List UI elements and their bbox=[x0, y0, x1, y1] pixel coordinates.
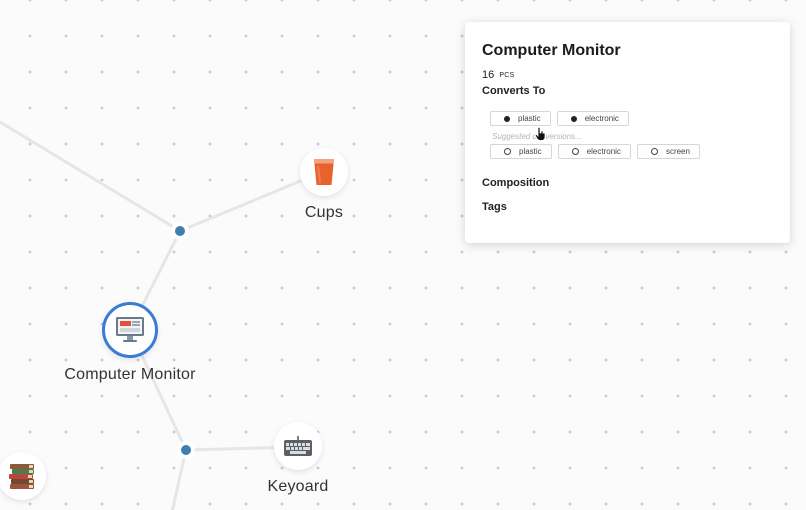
cup-icon bbox=[314, 159, 334, 185]
converts-to-chips: plastic electronic bbox=[490, 111, 774, 126]
chip-label: plastic bbox=[518, 114, 541, 123]
empty-circle-icon bbox=[650, 148, 658, 155]
node-circle-selected[interactable] bbox=[102, 302, 158, 358]
chip-label: screen bbox=[665, 147, 690, 156]
node-label: Keyoard bbox=[267, 478, 329, 495]
graph-edge bbox=[0, 120, 181, 233]
node-cups[interactable]: Cups bbox=[286, 148, 362, 222]
detail-panel: Computer Monitor 16 PCS Converts To plas… bbox=[465, 22, 790, 243]
converts-chip-plastic[interactable]: plastic bbox=[490, 111, 551, 126]
chip-label: electronic bbox=[586, 147, 621, 156]
graph-edge bbox=[170, 449, 188, 510]
graph-junction[interactable] bbox=[175, 226, 185, 236]
converts-chip-electronic[interactable]: electronic bbox=[556, 111, 629, 126]
keyboard-icon bbox=[284, 436, 312, 456]
node-circle[interactable] bbox=[300, 148, 348, 196]
filled-dot-icon bbox=[504, 115, 510, 122]
node-keyboard[interactable]: Keyoard bbox=[254, 422, 342, 496]
graph-junction[interactable] bbox=[181, 445, 191, 455]
suggested-chips: plastic electronic screen bbox=[490, 144, 774, 159]
converts-to-heading: Converts To bbox=[482, 85, 546, 97]
filled-dot-icon bbox=[570, 115, 577, 122]
chip-label: electronic bbox=[584, 114, 619, 123]
quantity-unit: PCS bbox=[499, 72, 515, 79]
suggested-chip-plastic[interactable]: plastic bbox=[490, 144, 552, 159]
node-circle[interactable] bbox=[0, 452, 46, 500]
quantity: 16 PCS bbox=[482, 69, 774, 81]
books-icon bbox=[9, 464, 34, 489]
chip-label: plastic bbox=[519, 147, 542, 156]
node-label: Computer Monitor bbox=[64, 366, 196, 383]
panel-title: Computer Monitor bbox=[482, 42, 621, 59]
empty-circle-icon bbox=[571, 148, 579, 155]
suggested-chip-electronic[interactable]: electronic bbox=[557, 144, 631, 159]
monitor-icon bbox=[116, 317, 144, 342]
tags-heading: Tags bbox=[482, 201, 507, 213]
node-circle[interactable] bbox=[274, 422, 322, 470]
suggested-chip-screen[interactable]: screen bbox=[636, 144, 700, 159]
pointer-cursor-icon bbox=[535, 127, 546, 141]
node-books[interactable] bbox=[0, 452, 46, 500]
graph-edge bbox=[179, 170, 323, 233]
quantity-value: 16 bbox=[482, 69, 495, 81]
node-label: Cups bbox=[304, 204, 344, 221]
empty-circle-icon bbox=[504, 148, 511, 155]
composition-heading: Composition bbox=[482, 177, 550, 189]
node-computer-monitor[interactable]: Computer Monitor bbox=[55, 302, 205, 384]
